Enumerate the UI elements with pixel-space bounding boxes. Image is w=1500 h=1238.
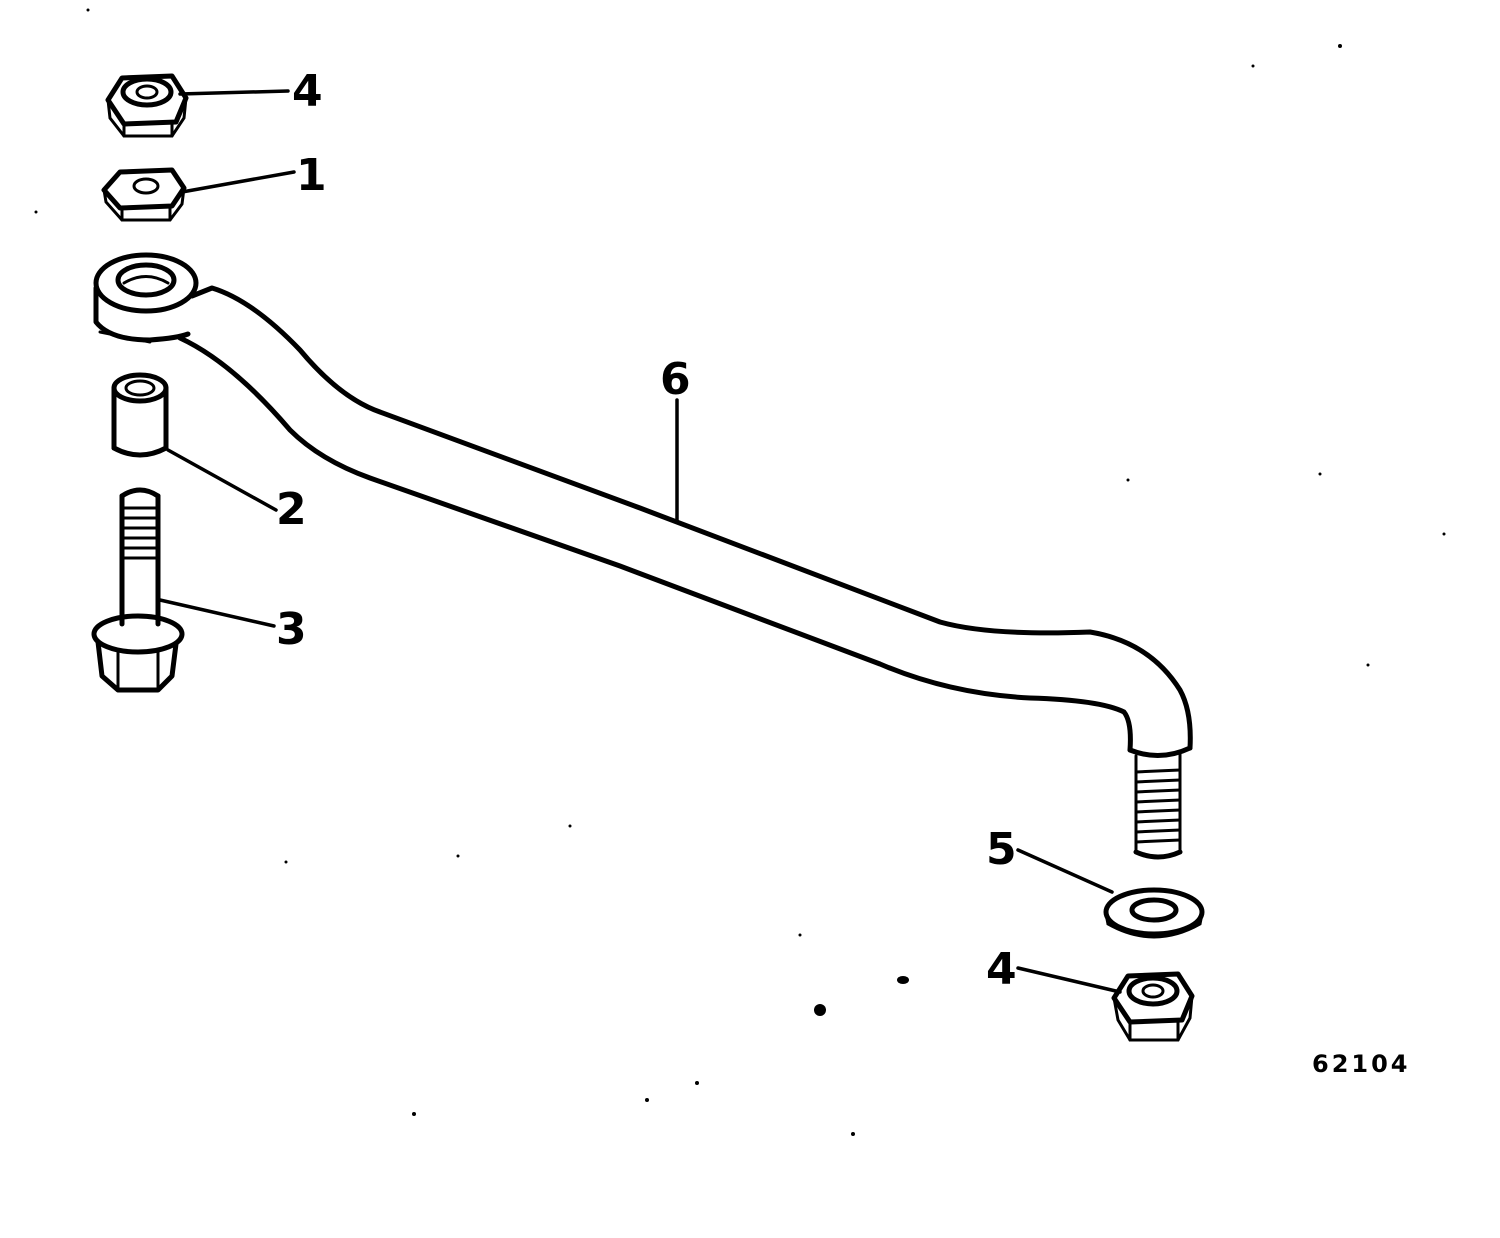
callout-lock-nut-top: 4 bbox=[292, 66, 323, 117]
leader-nut-bottom bbox=[1016, 966, 1122, 994]
leader-bolt bbox=[158, 598, 276, 628]
part-lock-nut-bottom bbox=[1111, 971, 1195, 1042]
callout-link-rod: 6 bbox=[660, 354, 691, 405]
scan-specks bbox=[34, 8, 1446, 1136]
leader-nut-top bbox=[178, 89, 290, 96]
part-bolt bbox=[91, 487, 185, 693]
part-spacer bbox=[111, 372, 169, 458]
part-lock-nut-top bbox=[105, 73, 189, 138]
callout-lock-nut-bottom: 4 bbox=[986, 944, 1017, 995]
part-washer bbox=[1103, 887, 1205, 939]
part-link-rod bbox=[93, 252, 1193, 860]
callout-washer: 5 bbox=[986, 824, 1017, 875]
leader-washer bbox=[1016, 848, 1114, 894]
callout-bolt: 3 bbox=[276, 604, 307, 655]
leader-spacer bbox=[166, 448, 278, 512]
figure-id: 62104 bbox=[1312, 1050, 1411, 1078]
callout-hex-nut: 1 bbox=[296, 150, 327, 201]
callout-spacer: 2 bbox=[276, 484, 307, 535]
part-hex-nut bbox=[101, 167, 187, 222]
leader-hex-nut bbox=[180, 170, 296, 194]
